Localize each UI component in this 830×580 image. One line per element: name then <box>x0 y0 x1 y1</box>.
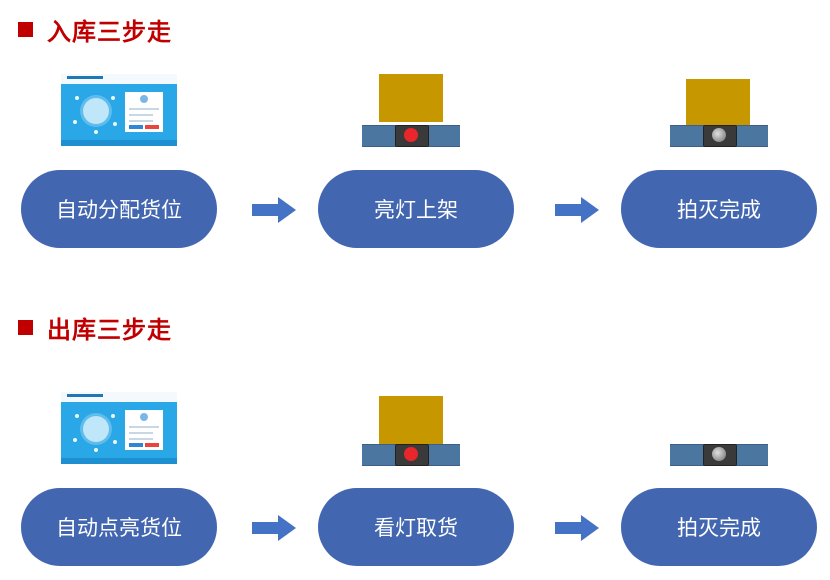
shelf-with-box-lit-icon <box>362 396 460 466</box>
outbound-heading: 出库三步走 <box>18 310 172 345</box>
system-screenshot-thumbnail <box>61 392 177 464</box>
arrow-right-icon <box>555 515 599 541</box>
shelf-empty-unlit-icon <box>670 444 768 466</box>
step-label: 拍灭完成 <box>677 516 761 540</box>
shelf-with-box-unlit-icon <box>670 79 768 148</box>
arrow-right-icon <box>252 197 296 223</box>
step-tap-off-complete: 拍灭完成 <box>621 170 817 248</box>
step-follow-light-pick: 看灯取货 <box>318 488 514 566</box>
step-label: 亮灯上架 <box>374 198 458 222</box>
step-tap-off-complete: 拍灭完成 <box>621 488 817 566</box>
step-label: 看灯取货 <box>374 516 458 540</box>
shelf-with-box-lit-icon <box>362 74 460 148</box>
step-label: 拍灭完成 <box>677 198 761 222</box>
heading-marker-icon <box>18 320 33 335</box>
step-label: 自动点亮货位 <box>56 516 182 540</box>
inbound-title: 入库三步走 <box>47 18 172 46</box>
inbound-heading: 入库三步走 <box>18 12 172 47</box>
arrow-right-icon <box>555 197 599 223</box>
arrow-right-icon <box>252 515 296 541</box>
step-auto-light-location: 自动点亮货位 <box>21 488 217 566</box>
heading-marker-icon <box>18 22 33 37</box>
outbound-title: 出库三步走 <box>47 316 172 344</box>
step-label: 自动分配货位 <box>56 198 182 222</box>
system-screenshot-thumbnail <box>61 74 177 146</box>
step-light-up-shelve: 亮灯上架 <box>318 170 514 248</box>
step-auto-assign-location: 自动分配货位 <box>21 170 217 248</box>
